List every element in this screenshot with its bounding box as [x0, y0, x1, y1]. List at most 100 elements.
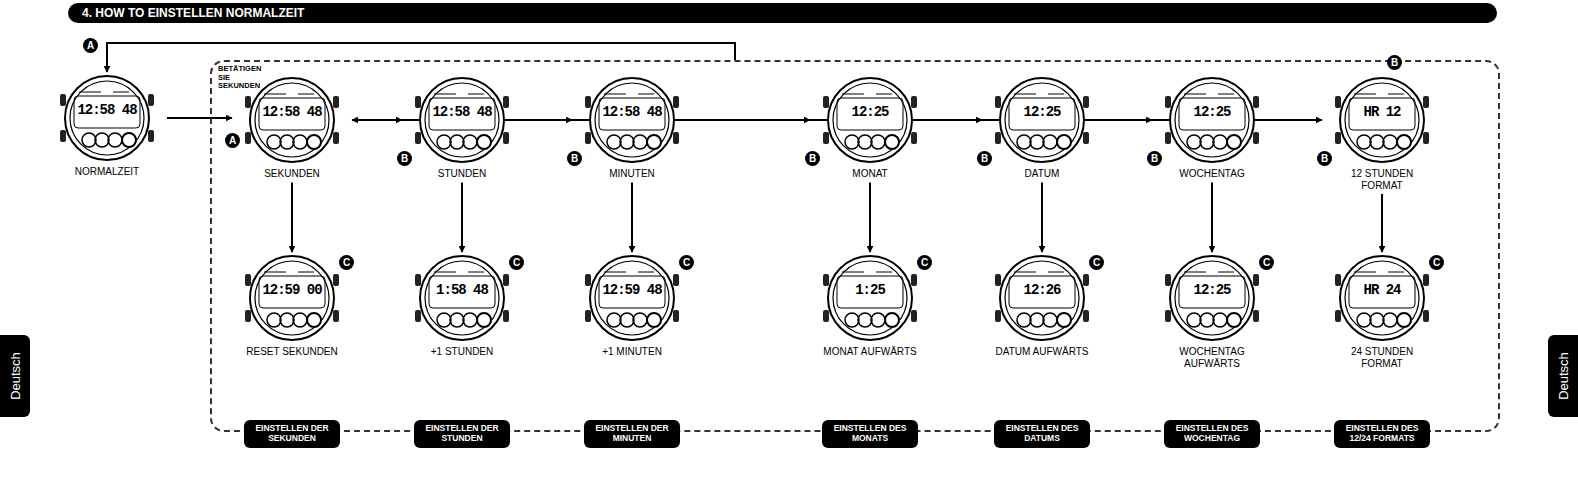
tab-label: EINSTELLEN DES 12/24 FORMATS	[1337, 424, 1427, 444]
watch-caption: WOCHENTAG AUFWÄRTS	[1162, 346, 1262, 369]
button-badge: C	[1089, 255, 1104, 270]
tab-label: EINSTELLEN DER MINUTEN	[587, 424, 677, 444]
watch-face: 12:59 48	[582, 252, 682, 344]
button-badge: B	[397, 151, 412, 166]
button-badge: C	[1429, 255, 1444, 270]
watch-node: 1:25MONAT AUFWÄRTS	[810, 252, 930, 358]
watch-face: 12:25	[820, 74, 920, 166]
tab-label: EINSTELLEN DES MONATS	[825, 424, 915, 444]
flow-arrow	[1211, 183, 1213, 253]
watch-face: HR 24	[1332, 252, 1432, 344]
watch-node: 12:58 48 STUNDEN	[402, 74, 522, 180]
watch-caption: NORMALZEIT	[57, 166, 157, 178]
watch-face: 12:25	[1162, 74, 1262, 166]
watch-illustration	[1162, 252, 1262, 344]
step-tab: EINSTELLEN DER STUNDEN	[414, 420, 510, 448]
lcd-display: 12:59 48	[582, 282, 682, 298]
step-tab: EINSTELLEN DES MONATS	[822, 420, 918, 448]
flow-arrow	[631, 183, 633, 253]
watch-caption: WOCHENTAG	[1162, 168, 1262, 180]
flow-arrow	[1041, 183, 1043, 253]
watch-face: 12:58 48	[57, 72, 157, 164]
flow-arrow	[461, 183, 463, 253]
watch-node: 12:25WOCHENTAG AUFWÄRTS	[1152, 252, 1272, 369]
button-badge: B	[977, 151, 992, 166]
watch-illustration	[1332, 74, 1432, 166]
watch-node: 12:25WOCHENTAG	[1152, 74, 1272, 180]
flow-arrow	[167, 117, 232, 119]
button-badge: B	[1317, 151, 1332, 166]
watch-caption: 12 STUNDEN FORMAT	[1332, 168, 1432, 191]
lcd-display: 12:58 48	[582, 104, 682, 120]
lcd-display: 12:25	[1162, 104, 1262, 120]
watch-illustration	[1162, 74, 1262, 166]
button-badge: B	[1147, 151, 1162, 166]
lcd-display: 12:25	[992, 104, 1092, 120]
watch-illustration	[242, 74, 342, 166]
button-badge: C	[509, 255, 524, 270]
watch-illustration	[57, 72, 157, 164]
step-tab: EINSTELLEN DES DATUMS	[994, 420, 1090, 448]
tab-label: EINSTELLEN DES WOCHENTAG	[1167, 424, 1257, 444]
lcd-display: 12:58 48	[412, 104, 512, 120]
watch-face: HR 12	[1332, 74, 1432, 166]
lcd-display: 12:25	[820, 104, 920, 120]
lcd-display: HR 24	[1332, 282, 1432, 298]
watch-node: HR 12 12 STUNDEN FORMAT	[1322, 74, 1442, 191]
watch-node: 12:58 48 NORMALZEIT	[47, 72, 167, 178]
watch-face: 12:58 48	[582, 74, 682, 166]
setting-region: BETÄTIGEN SIE SEKUNDEN12:58 48SEKUNDEN12…	[210, 60, 1500, 432]
watch-node: 12:59 48+1 MINUTEN	[572, 252, 692, 358]
button-badge: B	[567, 151, 582, 166]
watch-illustration	[1332, 252, 1432, 344]
watch-node: 12:58 48 MINUTEN	[572, 74, 692, 180]
watch-caption: MINUTEN	[582, 168, 682, 180]
tab-label: EINSTELLEN DER SEKUNDEN	[247, 424, 337, 444]
watch-caption: 24 STUNDEN FORMAT	[1332, 346, 1432, 369]
lcd-display: HR 12	[1332, 104, 1432, 120]
watch-illustration	[992, 252, 1092, 344]
step-tab: EINSTELLEN DES 12/24 FORMATS	[1334, 420, 1430, 448]
step-tab: EINSTELLEN DER SEKUNDEN	[244, 420, 340, 448]
language-tab: Deutsch	[1548, 335, 1578, 417]
watch-caption: SEKUNDEN	[242, 168, 342, 180]
watch-illustration	[582, 252, 682, 344]
flow-arrow	[1381, 194, 1383, 252]
watch-illustration	[582, 74, 682, 166]
watch-node: 12:25DATUM	[982, 74, 1102, 180]
button-badge: B	[1387, 55, 1402, 70]
step-tab: EINSTELLEN DER MINUTEN	[584, 420, 680, 448]
watch-node: 12:25MONAT	[810, 74, 930, 180]
watch-node: HR 24 24 STUNDEN FORMAT	[1322, 252, 1442, 369]
watch-caption: MONAT	[820, 168, 920, 180]
watch-face: 12:25	[992, 74, 1092, 166]
language-label: Deutsch	[1556, 352, 1571, 400]
watch-caption: STUNDEN	[412, 168, 512, 180]
button-badge: A	[83, 38, 98, 53]
watch-caption: RESET SEKUNDEN	[242, 346, 342, 358]
watch-node: 1:58 48 +1 STUNDEN	[402, 252, 522, 358]
watch-illustration	[820, 252, 920, 344]
watch-node: 12:58 48 SEKUNDEN	[232, 74, 352, 180]
watch-caption: +1 STUNDEN	[412, 346, 512, 358]
language-label: Deutsch	[8, 352, 23, 400]
language-tab: Deutsch	[0, 335, 30, 417]
watch-caption: DATUM	[992, 168, 1092, 180]
lcd-display: 12:58 48	[57, 102, 157, 118]
lcd-display: 12:58 48	[242, 104, 342, 120]
region-note: BETÄTIGEN SIE SEKUNDEN	[218, 65, 270, 91]
watch-face: 12:26	[992, 252, 1092, 344]
button-badge: C	[679, 255, 694, 270]
button-badge: B	[805, 151, 820, 166]
watch-face: 1:58 48	[412, 252, 512, 344]
watch-illustration	[412, 252, 512, 344]
flow-arrow	[291, 183, 293, 253]
tab-label: EINSTELLEN DES DATUMS	[997, 424, 1087, 444]
flow-arrow	[107, 43, 735, 72]
watch-face: 12:58 48	[412, 74, 512, 166]
watch-illustration	[242, 252, 342, 344]
watch-face: 12:25	[1162, 252, 1262, 344]
watch-caption: DATUM AUFWÄRTS	[992, 346, 1092, 358]
watch-illustration	[412, 74, 512, 166]
lcd-display: 1:25	[820, 282, 920, 298]
